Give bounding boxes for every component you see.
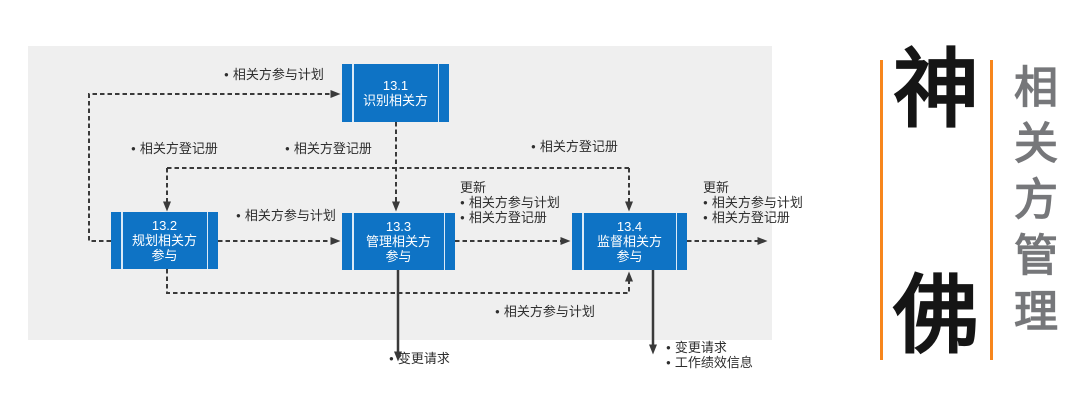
- bullet-icon: ●: [703, 198, 708, 207]
- label-register-middle: ●相关方登记册: [285, 141, 372, 156]
- process-box-13-2: 13.2 规划相关方参与: [111, 212, 218, 269]
- process-box-13-3: 13.3 管理相关方参与: [342, 213, 455, 270]
- bullet-icon: ●: [285, 144, 290, 153]
- bullet-icon: ●: [531, 142, 536, 151]
- bullet-icon: ●: [666, 343, 671, 352]
- process-box-13-1: 13.1 识别相关方: [342, 64, 449, 122]
- label-updates-13-4-output: 更新 ●相关方参与计划 ●相关方登记册: [703, 180, 803, 225]
- accent-rule-right: [990, 60, 993, 360]
- label-updates-13-3: 更新 ●相关方参与计划 ●相关方登记册: [460, 180, 560, 225]
- label-register-right: ●相关方登记册: [531, 139, 618, 154]
- process-id: 13.4: [616, 219, 643, 234]
- bullet-icon: ●: [224, 70, 229, 79]
- bullet-icon: ●: [703, 213, 708, 222]
- process-id: 13.3: [385, 219, 412, 234]
- process-name: 管理相关方参与: [365, 234, 431, 264]
- brand-characters: 神 佛: [884, 42, 988, 365]
- label-register-left: ●相关方登记册: [131, 141, 218, 156]
- bullet-icon: ●: [460, 213, 465, 222]
- label-outputs-13-4-bottom: ●变更请求 ●工作绩效信息: [666, 340, 753, 370]
- bullet-icon: ●: [460, 198, 465, 207]
- brand-char-top: 神: [893, 42, 979, 138]
- process-name: 识别相关方: [362, 93, 428, 108]
- bullet-icon: ●: [389, 354, 394, 363]
- label-change-request-13-3: ●变更请求: [389, 351, 450, 366]
- bullet-icon: ●: [495, 307, 500, 316]
- process-box-13-4: 13.4 监督相关方参与: [572, 213, 687, 270]
- process-name: 监督相关方参与: [596, 234, 662, 264]
- label-engagement-plan-13-2-to-13-3: ●相关方参与计划: [236, 208, 336, 223]
- process-id: 13.1: [382, 78, 409, 93]
- label-engagement-plan-to-13-1: ●相关方参与计划: [224, 67, 324, 82]
- bullet-icon: ●: [666, 358, 671, 367]
- accent-rule-left: [880, 60, 883, 360]
- bullet-icon: ●: [131, 144, 136, 153]
- label-engagement-plan-to-13-4: ●相关方参与计划: [495, 304, 595, 319]
- vertical-title: 相关方管理: [1007, 64, 1056, 344]
- brand-char-bottom: 佛: [893, 268, 979, 365]
- process-id: 13.2: [151, 218, 178, 233]
- process-name: 规划相关方参与: [131, 233, 197, 263]
- bullet-icon: ●: [236, 211, 241, 220]
